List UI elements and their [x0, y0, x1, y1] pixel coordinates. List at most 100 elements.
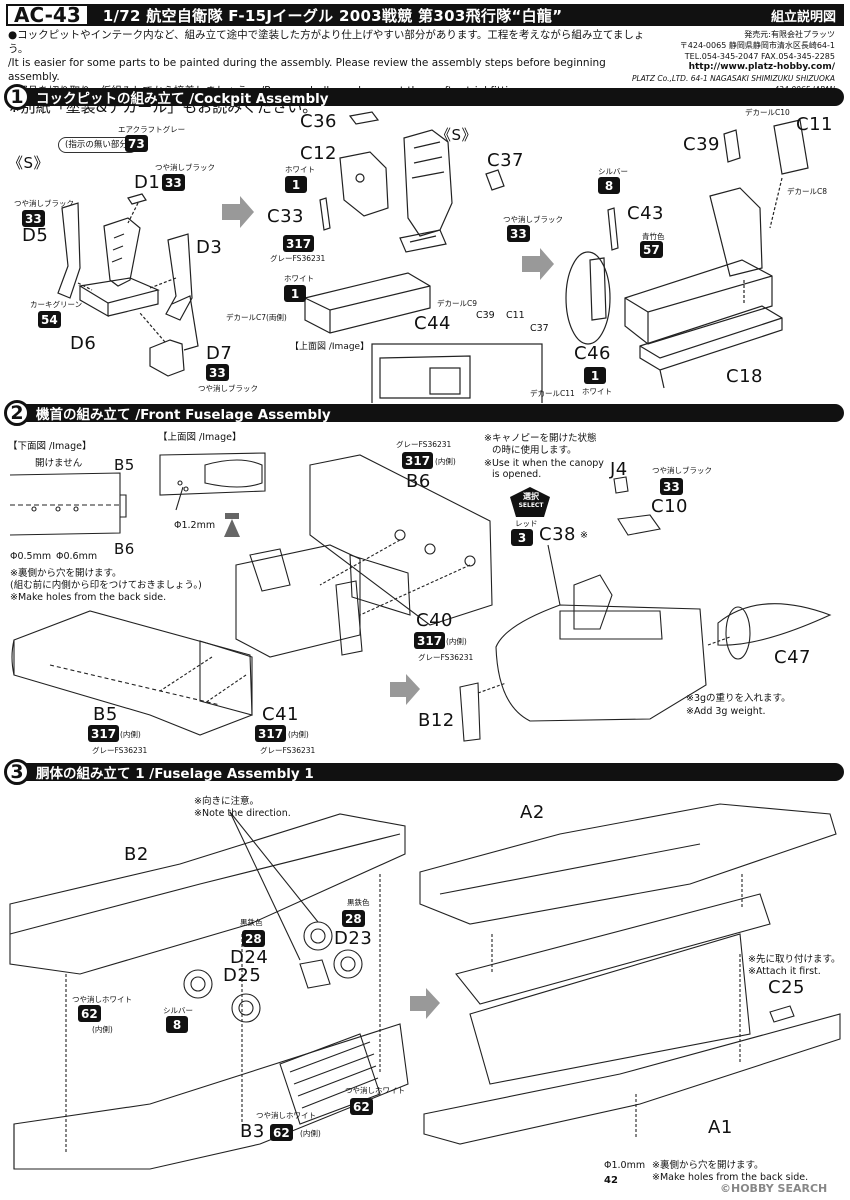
- c46-color-label: ホワイト: [582, 387, 612, 396]
- part-d5: D5: [22, 225, 49, 246]
- c41-color-badge: 317: [255, 725, 287, 742]
- part-d25: D25: [223, 965, 262, 986]
- c41-gray-label: グレーFS36231: [260, 746, 316, 755]
- part-d23: D23: [334, 928, 373, 949]
- d24-color-label: 黒鉄色: [240, 918, 263, 927]
- d1-color-badge: 33: [162, 174, 185, 191]
- part-b3: B3: [240, 1121, 265, 1142]
- arrow-right-1: [222, 196, 254, 228]
- top-view-frame: [371, 343, 543, 403]
- model-code: AC-43: [8, 3, 89, 27]
- hole-note-jp2: (組む前に内側から印をつけておきましょう。): [10, 580, 202, 591]
- d1-color-label: つや消しブラック: [155, 163, 215, 172]
- note-jp-1: ●コックピットやインテーク内など、組み立て途中で塗装した方がより仕上げやすい部分…: [8, 29, 645, 55]
- bottom-view-label: 【下面図 /Image】: [8, 441, 92, 452]
- part-d7: D7: [206, 343, 233, 364]
- flat-white-badge: 62: [78, 1005, 101, 1022]
- company-url[interactable]: http://www.platz-hobby.com/: [688, 62, 835, 72]
- part-c18: C18: [726, 366, 763, 387]
- canopy-note-jp2: の時に使用します。: [492, 445, 577, 456]
- drill-icon: [224, 513, 240, 537]
- part-b5: B5: [93, 704, 118, 725]
- attach-note-en: ※Attach it first.: [748, 966, 821, 977]
- part-a1: A1: [708, 1117, 733, 1138]
- c38-red-label: レッド: [515, 519, 538, 528]
- canopy-note-en: ※Use it when the canopy: [484, 458, 604, 469]
- attach-note-jp: ※先に取り付けます。: [748, 954, 841, 965]
- c37-small: C37: [530, 323, 549, 334]
- part-c38: C38: [539, 524, 576, 545]
- step-3-bar: 3 胴体の組み立て 1 /Fuselage Assembly 1: [4, 759, 844, 785]
- select-jp: 選択: [523, 492, 539, 501]
- b6-inside-label: (内側): [435, 457, 456, 466]
- c37-color-label: つや消しブラック: [503, 215, 563, 224]
- part-c41: C41: [262, 704, 299, 725]
- hole3-note-jp: ※裏側から穴を開けます。: [652, 1160, 764, 1171]
- c12-color-badge: 1: [285, 176, 307, 193]
- d23-color-badge: 28: [342, 910, 365, 927]
- direction-note-jp: ※向きに注意。: [194, 796, 259, 807]
- b3-color-badge: 62: [270, 1124, 293, 1141]
- c43-blue-badge: 57: [640, 241, 663, 258]
- weight-note-en: ※Add 3g weight.: [686, 706, 766, 717]
- paint-73-badge: 73: [125, 135, 148, 152]
- phi-12-label: Φ1.2mm: [174, 520, 216, 531]
- part-c47: C47: [774, 647, 811, 668]
- step-1-title: コックピットの組み立て /Cockpit Assembly: [36, 91, 329, 107]
- part-c11: C11: [796, 114, 833, 135]
- step-1-diagram: [57, 111, 809, 403]
- part-d6: D6: [70, 333, 97, 354]
- part-c36: C36: [300, 111, 337, 132]
- b6-gray-label: グレーFS36231: [396, 440, 452, 449]
- c37-color-badge: 33: [507, 225, 530, 242]
- c41-inside-label: (内側): [288, 730, 309, 739]
- watermark: ©HOBBY SEARCH: [720, 1182, 828, 1195]
- flat-white-label: つや消しホワイト: [72, 995, 132, 1004]
- part-c10: C10: [651, 496, 688, 517]
- part-c33: C33: [267, 206, 304, 227]
- c33-color-badge: 317: [283, 235, 315, 252]
- c40-gray-label: グレーFS36231: [418, 653, 474, 662]
- b5-gray-label: グレーFS36231: [92, 746, 148, 755]
- decal-c11-label: デカールC11: [530, 389, 575, 398]
- step-2-diagram: [9, 452, 832, 742]
- silver-badge: 8: [166, 1016, 188, 1033]
- part-d5-shape: [57, 202, 81, 299]
- b5-inside-label: (内側): [120, 730, 141, 739]
- part-b12: B12: [418, 710, 455, 731]
- d6-color-badge: 54: [38, 311, 61, 328]
- c10-color-label: つや消しブラック: [652, 466, 712, 475]
- part-d3: D3: [196, 237, 223, 258]
- company-address-en: PLATZ Co.,LTD. 64-1 NAGASAKI SHIMIZUKU S…: [631, 74, 835, 83]
- company-info: 発売元:有限会社プラッツ 〒424-0065 静岡県静岡市清水区長崎64-1 T…: [620, 29, 835, 95]
- step-1-number: 1: [4, 84, 30, 110]
- part-c37: C37: [487, 150, 524, 171]
- part-c40: C40: [416, 610, 453, 631]
- canopy-note-jp: ※キャノピーを開けた状態: [484, 433, 597, 444]
- part-c44: C44: [414, 313, 451, 334]
- select-badge: 選択 SELECT: [518, 492, 544, 510]
- decal-c10-label: デカールC10: [745, 108, 790, 117]
- c40-color-badge: 317: [414, 632, 446, 649]
- c40-inside-label: (内側): [446, 637, 467, 646]
- c43-silver-label: シルバー: [598, 167, 628, 176]
- step2-top-view-label: 【上面図 /Image】: [158, 432, 242, 443]
- hole-note-en: ※Make holes from the back side.: [10, 592, 167, 603]
- step-2-title: 機首の組み立て /Front Fuselage Assembly: [36, 407, 331, 423]
- assembly-manual-label: 組立説明図: [770, 6, 842, 25]
- select-badge-shape: [510, 487, 550, 517]
- company-line3: TEL.054-345-2047 FAX.054-345-2285: [684, 52, 835, 61]
- b5-color-badge: 317: [88, 725, 120, 742]
- part-b2: B2: [124, 844, 149, 865]
- no-open-label: 開けません: [35, 458, 83, 469]
- part-b6: B6: [406, 471, 431, 492]
- decal-c7-label: デカールC7(両側): [226, 313, 287, 322]
- d5-color-label: つや消しブラック: [14, 199, 74, 208]
- decal-c9-label: デカールC9: [437, 299, 478, 308]
- part-c43: C43: [627, 203, 664, 224]
- khaki-green-label: カーキグリーン: [30, 300, 83, 309]
- note-en-1: /It is easier for some parts to be paint…: [8, 57, 606, 83]
- d7-color-badge: 33: [206, 364, 229, 381]
- silver-label: シルバー: [163, 1006, 193, 1015]
- b3-color-label: つや消しホワイト: [256, 1111, 316, 1120]
